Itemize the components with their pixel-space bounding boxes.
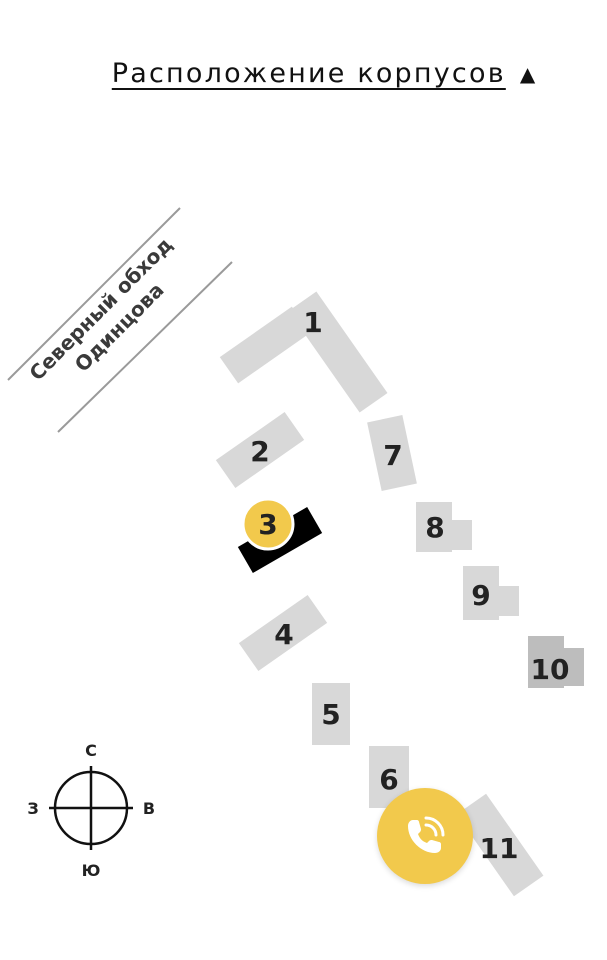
- building-11-shape: [456, 793, 544, 897]
- building-1-wing-a: [219, 306, 311, 384]
- building-1[interactable]: 1: [219, 291, 388, 413]
- page-title[interactable]: Расположение корпусов: [111, 58, 506, 89]
- building-2[interactable]: 2: [215, 411, 305, 489]
- building-8-shape-b: [446, 520, 472, 550]
- building-3-marker: [241, 497, 295, 551]
- building-9[interactable]: 9: [463, 566, 519, 620]
- building-10[interactable]: 10: [528, 636, 584, 688]
- building-7-label: 7: [383, 439, 402, 472]
- building-1-wing-b: [288, 291, 388, 413]
- building-10-shape-b: [560, 648, 584, 686]
- building-10-shape-a: [528, 636, 564, 688]
- building-5-shape: [312, 683, 350, 745]
- building-4-label: 4: [274, 618, 293, 651]
- building-7-shape: [367, 415, 417, 491]
- building-7[interactable]: 7: [367, 415, 417, 491]
- building-9-shape-b: [493, 586, 519, 616]
- building-10-label: 10: [531, 653, 570, 686]
- header[interactable]: Расположение корпусов ▲: [0, 58, 607, 89]
- building-2-label: 2: [250, 435, 269, 468]
- building-8[interactable]: 8: [416, 502, 472, 552]
- building-8-label: 8: [425, 511, 444, 544]
- building-4[interactable]: 4: [238, 594, 328, 672]
- call-button[interactable]: [377, 788, 473, 884]
- building-3-label: 3: [258, 508, 277, 541]
- building-11-label: 11: [480, 832, 519, 865]
- building-3[interactable]: 3: [237, 497, 323, 573]
- building-1-label: 1: [303, 306, 322, 339]
- building-2-shape: [215, 411, 305, 489]
- compass-west: З: [27, 799, 38, 818]
- triangle-up-icon[interactable]: ▲: [519, 61, 536, 86]
- building-9-label: 9: [471, 579, 490, 612]
- compass-south: Ю: [82, 861, 101, 880]
- building-5[interactable]: 5: [312, 683, 350, 745]
- compass-north: С: [85, 741, 97, 760]
- compass-east: В: [143, 799, 155, 818]
- compass: С Ю З В: [27, 741, 155, 880]
- road: Северный обход Одинцова: [7, 207, 233, 433]
- building-5-label: 5: [321, 698, 340, 731]
- building-11[interactable]: 11: [456, 793, 544, 897]
- phone-icon: [408, 816, 445, 853]
- building-6-label: 6: [379, 763, 398, 796]
- building-4-shape: [238, 594, 328, 672]
